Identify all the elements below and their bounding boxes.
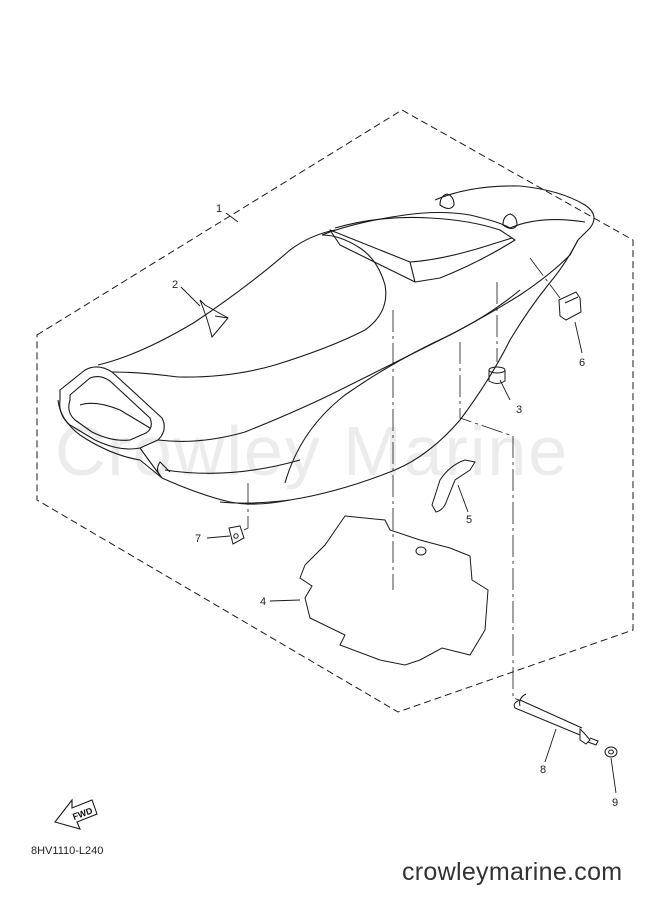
callout-1: 1 (216, 203, 222, 215)
part-5-strap (431, 459, 476, 513)
part-2-label-tag (199, 299, 229, 339)
website-link[interactable]: crowleymarine.com (402, 858, 623, 886)
diagram-code: 8HV1110-L240 (31, 845, 104, 857)
watermark-text: Crowley Marine (55, 412, 569, 490)
callout-5: 5 (466, 514, 472, 526)
part-3-damper (488, 366, 506, 384)
callout-8: 8 (540, 764, 546, 776)
part-9-nut (604, 746, 618, 758)
part-8-bolt (513, 693, 599, 746)
callout-3: 3 (516, 404, 522, 416)
part-6-pad (558, 291, 582, 321)
callout-9: 9 (612, 797, 618, 809)
callout-2: 2 (172, 279, 178, 291)
leader-lines (180, 212, 617, 794)
part-7-clip (228, 525, 245, 545)
part-4-mat (299, 515, 489, 666)
assembly-boundary (36, 109, 634, 713)
callout-4: 4 (260, 596, 266, 608)
callout-6: 6 (579, 357, 585, 369)
seat-assembly (57, 185, 595, 505)
fwd-arrow-icon: FWD (54, 798, 98, 830)
callout-7: 7 (195, 533, 201, 545)
center-lines (243, 257, 561, 701)
